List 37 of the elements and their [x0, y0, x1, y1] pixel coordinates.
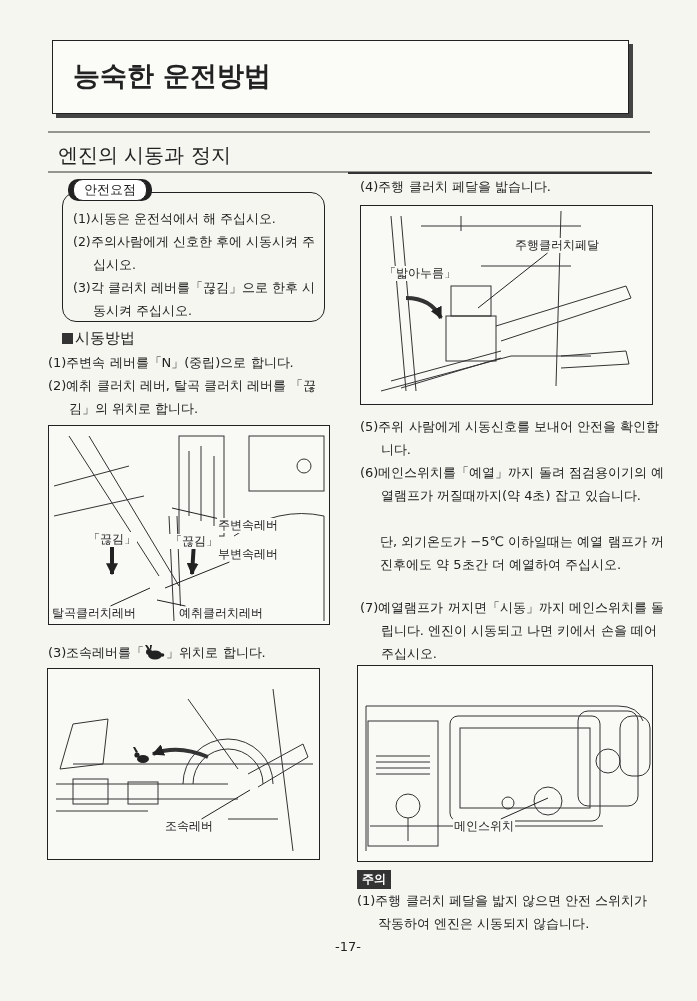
callout-label: 「끊김」 [169, 534, 219, 549]
step-text: (5)주위 사람에게 시동신호를 보내어 안전을 확인합니다. [360, 418, 661, 459]
leader-line [156, 599, 186, 607]
leader-line [171, 507, 218, 519]
callout-label: 부변속레버 [217, 547, 279, 562]
notice-item: (3)각 클러치 레버를「끊김」으로 한후 시동시켜 주십시오. [73, 279, 316, 320]
step-text: 단, 외기온도가 −5℃ 이하일때는 예열 램프가 꺼진후에도 약 5초간 더 예열하여 주십시오. [380, 533, 665, 574]
illustration-panel [47, 668, 320, 860]
leader-line [109, 587, 151, 607]
step-text: (4)주행 클러치 페달을 밟습니다. [360, 178, 552, 196]
arrow [106, 547, 118, 576]
callout-label: 조속레버 [164, 819, 214, 834]
caution-badge: 주의 [357, 870, 391, 889]
step-text: 」위치로 합니다. [166, 644, 266, 662]
page-number: -17- [334, 938, 362, 956]
callout-label: 예취클러치레버 [178, 606, 264, 621]
notice-item: (1)시동은 운전석에서 해 주십시오. [73, 210, 277, 228]
leader-line [477, 252, 548, 309]
leader-line [164, 561, 230, 589]
callout-label: 주행클러치페달 [514, 238, 600, 253]
page-title: 능숙한 운전방법 [73, 59, 272, 93]
illustration-panel [360, 205, 653, 405]
callout-label: 메인스위치 [453, 819, 515, 834]
step-text: (7)예열램프가 꺼지면「시동」까지 메인스위치를 돌립니다. 엔진이 시동되고 나면 키에서 손을 떼어 주십시오. [360, 599, 665, 663]
arrow [186, 548, 199, 576]
step-text: (3)조속레버를「 [48, 644, 145, 662]
step-text: (2)예취 클러치 레버, 탈곡 클러치 레버를 「끊김」의 위치로 합니다. [48, 377, 318, 418]
callout-label: 주변속레버 [217, 518, 279, 533]
notice-item: (2)주의사람에게 신호한 후에 시동시켜 주십시오. [73, 233, 316, 274]
step-text: (6)메인스위치를「예열」까지 돌려 점검용이기의 예열램프가 꺼질때까지(약 4초) 잡고 있습니다. [360, 464, 665, 505]
callout-label: 탈곡클러치레버 [51, 606, 137, 621]
step-text: (1)주행 클러치 페달을 밟지 않으면 안전 스위치가 작동하여 엔진은 시동되지 않습니다. [357, 892, 649, 933]
illustration-panel [357, 665, 653, 862]
leader-line [201, 789, 251, 820]
section-heading: 엔진의 시동과 정지 [58, 142, 231, 169]
leader-line [500, 797, 549, 820]
step-text: (1)주변속 레버를「N」(중립)으로 합니다. [48, 354, 295, 372]
